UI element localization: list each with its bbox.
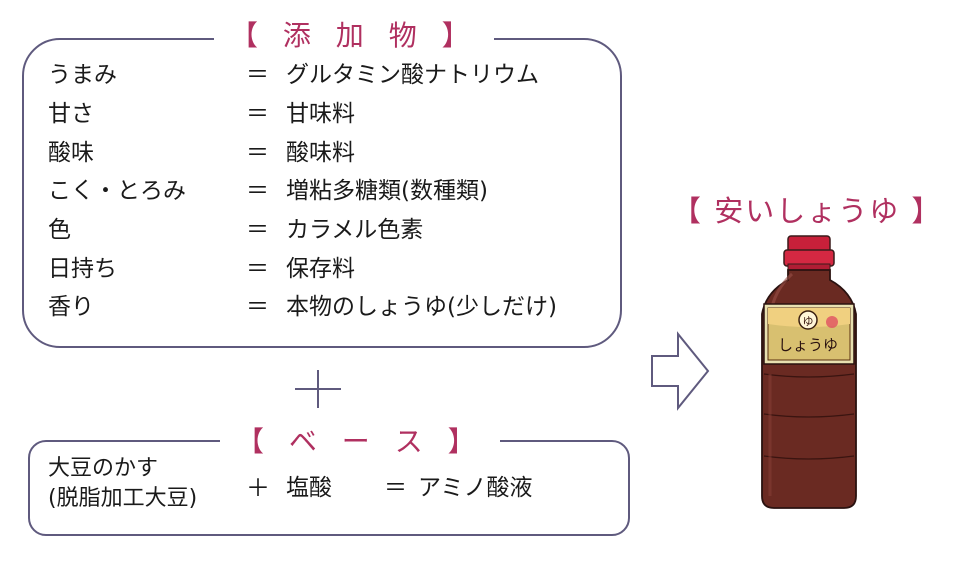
base-title: 【 ベ ー ス 】: [220, 424, 500, 460]
additive-label: 香り: [48, 294, 94, 320]
equals-sign: ＝: [246, 178, 269, 204]
additive-label: うまみ: [48, 62, 117, 88]
equals-sign: ＝: [246, 217, 269, 243]
base-ingredient-name: 大豆のかす: [48, 456, 159, 481]
additive-value: 本物のしょうゆ(少しだけ): [286, 294, 557, 320]
base-ingredient-note: (脱脂加工大豆): [48, 486, 198, 511]
base-equals-sign: ＝: [384, 475, 407, 501]
additive-value: グルタミン酸ナトリウム: [286, 62, 539, 88]
additive-label: 日持ち: [48, 256, 117, 282]
additives-title: 【 添 加 物 】: [214, 18, 494, 54]
bottle-label: しょうゆ: [778, 336, 838, 354]
plus-icon: [295, 370, 341, 408]
additive-label: 酸味: [48, 140, 94, 166]
equals-sign: ＝: [246, 62, 269, 88]
additive-value: 甘味料: [286, 101, 355, 127]
additive-value: カラメル色素: [286, 217, 424, 243]
equals-sign: ＝: [246, 140, 269, 166]
base-result: アミノ酸液: [418, 475, 533, 501]
base-plus-sign: ＋: [246, 474, 270, 502]
additive-value: 増粘多糖類(数種類): [286, 178, 488, 204]
product-title: 【 安いしょうゆ 】: [672, 194, 943, 228]
equals-sign: ＝: [246, 294, 269, 320]
additive-label: 甘さ: [48, 101, 94, 127]
equals-sign: ＝: [246, 256, 269, 282]
base-acid: 塩酸: [286, 475, 332, 501]
additive-value: 保存料: [286, 256, 355, 282]
right-arrow-icon: [651, 331, 710, 411]
soy-sauce-bottle-icon: ゆ しょうゆ: [761, 235, 857, 509]
additive-value: 酸味料: [286, 140, 355, 166]
additive-label: こく・とろみ: [48, 178, 186, 204]
additives-box: [22, 38, 622, 348]
base-ingredient: 大豆のかす (脱脂加工大豆): [48, 454, 197, 514]
equals-sign: ＝: [246, 101, 269, 127]
bottle-mark: ゆ: [803, 315, 814, 328]
additive-label: 色: [48, 217, 71, 243]
